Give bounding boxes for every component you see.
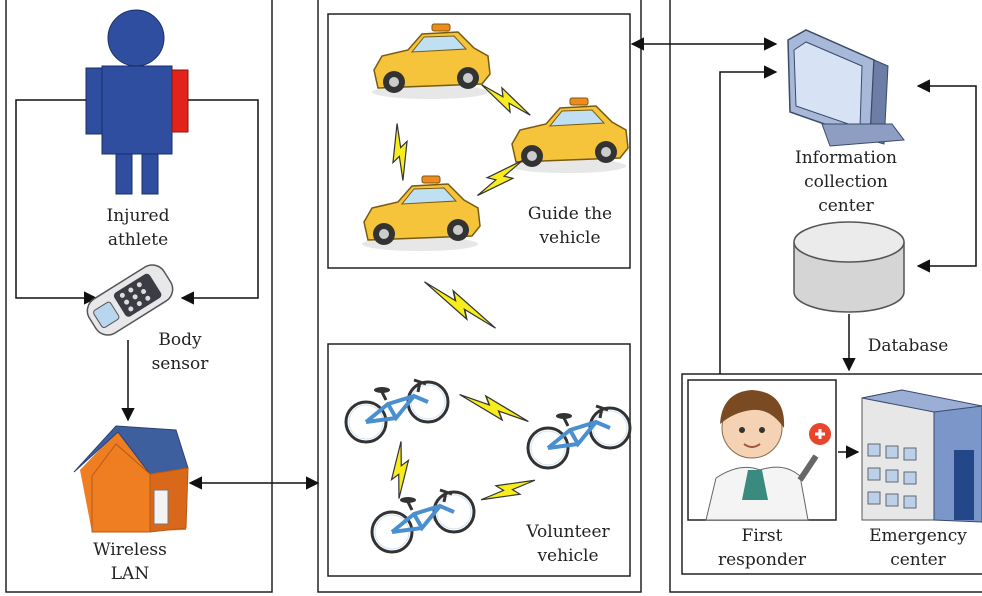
wireless-lan-label: Wireless LAN <box>70 538 190 586</box>
label-line: Emergency <box>869 526 967 546</box>
athlete-to-sensor-right-arrow <box>180 99 259 305</box>
bicycle-icon <box>370 488 476 554</box>
label-line: First <box>741 526 783 546</box>
label-line: Guide the <box>527 204 613 224</box>
label-line: Body <box>158 330 202 350</box>
label-line: collection <box>804 172 888 192</box>
middle-panel-frame <box>317 0 642 593</box>
monitor-icon <box>787 29 905 147</box>
athlete-to-sensor-left-arrow <box>15 99 98 305</box>
right-panel-frame <box>669 0 982 593</box>
label-line: athlete <box>107 230 169 250</box>
left-panel-frame <box>5 0 273 593</box>
first-responder-label: First responder <box>712 524 812 572</box>
lightning-icon <box>475 80 537 120</box>
lightning-icon <box>455 389 533 427</box>
lightning-icon <box>478 466 538 514</box>
body-sensor-label: Body sensor <box>130 328 230 376</box>
building-icon <box>861 389 982 523</box>
label-line: Injured <box>106 206 170 226</box>
info-center-label: Information collection center <box>776 146 916 218</box>
label-line: Information <box>794 148 898 168</box>
lightning-icon <box>416 277 504 333</box>
label-line: responder <box>717 550 807 570</box>
database-icon <box>793 221 905 313</box>
volunteer-vehicle-box <box>327 343 631 577</box>
taxi-icon <box>361 175 481 252</box>
label-line: vehicle <box>537 546 599 566</box>
label-line: Wireless <box>93 540 167 560</box>
athlete-icon <box>85 9 189 195</box>
doctor-icon <box>705 390 831 521</box>
response-box <box>681 373 982 575</box>
bicycle-icon <box>526 404 632 470</box>
bicycle-icon <box>344 378 450 444</box>
phone-icon <box>86 264 174 336</box>
lightning-icon <box>384 440 416 500</box>
label-line: center <box>890 550 946 570</box>
volunteer-vehicle-label: Volunteer vehicle <box>508 520 628 568</box>
label-line: Volunteer <box>526 522 610 542</box>
taxi-icon <box>509 97 629 174</box>
lightning-icon <box>381 121 419 183</box>
info-database-arrow <box>916 79 977 273</box>
database-label: Database <box>867 336 949 356</box>
label-line: vehicle <box>539 228 601 248</box>
label-line: LAN <box>110 564 150 584</box>
taxi-icon <box>371 23 491 100</box>
guide-vehicle-box <box>327 13 631 269</box>
label-line: sensor <box>151 354 209 374</box>
house-icon <box>73 425 189 533</box>
injured-athlete-label: Injured athlete <box>88 204 188 252</box>
emergency-center-label: Emergency center <box>858 524 978 572</box>
label-line: center <box>818 196 874 216</box>
responder-to-info-arrow <box>719 65 778 374</box>
guide-vehicle-label: Guide the vehicle <box>520 202 620 250</box>
